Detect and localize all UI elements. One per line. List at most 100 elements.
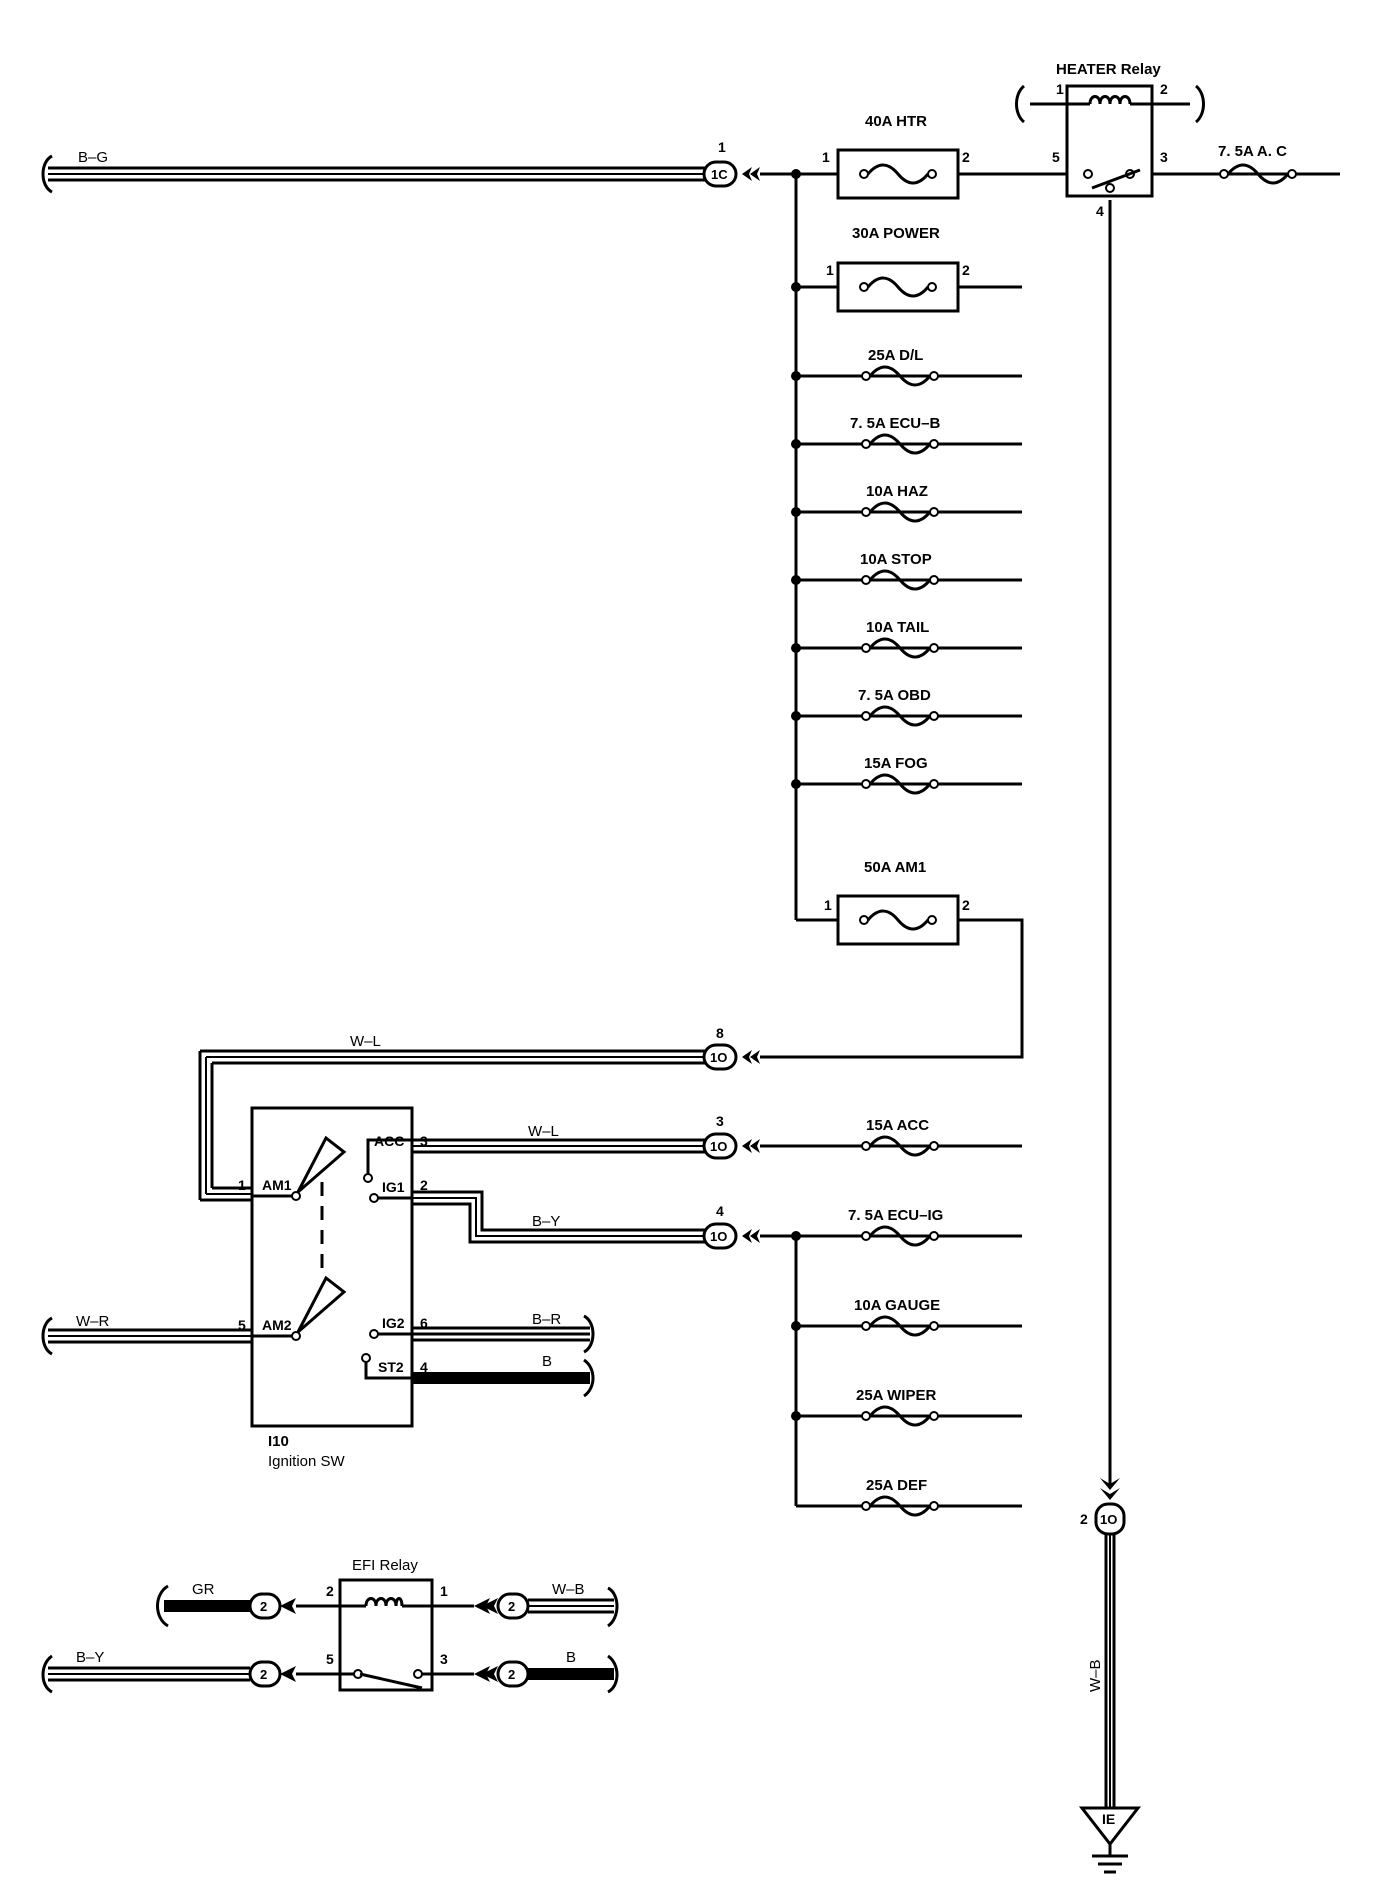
fuse-7-5a-obd: 7. 5A OBD [858,687,940,727]
st2-wire-label: B [542,1353,552,1370]
svg-text:15A ACC: 15A ACC [866,1117,929,1134]
svg-text:Ignition SW: Ignition SW [268,1453,346,1470]
svg-text:15A FOG: 15A FOG [864,755,928,772]
svg-text:5: 5 [326,1651,334,1667]
svg-text:10A GAUGE: 10A GAUGE [854,1297,940,1314]
efi-by-label: B–Y [76,1649,104,1666]
svg-text:4: 4 [1096,203,1104,219]
fuse-10a-stop: 10A STOP [860,551,940,591]
svg-text:HEATER Relay: HEATER Relay [1056,61,1161,78]
svg-text:10A STOP: 10A STOP [860,551,932,568]
svg-text:I10: I10 [268,1433,289,1450]
input-pin-label: 1 [718,139,726,155]
svg-text:2: 2 [420,1177,428,1193]
svg-text:5: 5 [1052,149,1060,165]
am2-input [41,1316,252,1356]
svg-text:AM1: AM1 [262,1177,292,1193]
svg-text:2: 2 [508,1599,515,1614]
svg-text:40A HTR: 40A HTR [865,113,927,130]
ig1-pin-label: 4 [716,1203,724,1219]
am2-wire-label: W–R [76,1313,110,1330]
svg-text:ST2: ST2 [378,1359,404,1375]
acc-wire-label: W–L [528,1123,559,1140]
svg-text:IG2: IG2 [382,1315,405,1331]
ground-wire-label: W–B [1087,1659,1104,1692]
svg-text:7. 5A ECU–IG: 7. 5A ECU–IG [848,1207,943,1224]
svg-text:10A TAIL: 10A TAIL [866,619,929,636]
svg-text:1: 1 [1056,81,1064,97]
svg-text:1C: 1C [711,167,728,182]
svg-text:4: 4 [420,1359,428,1375]
svg-text:10A HAZ: 10A HAZ [866,483,928,500]
connector-1o-ig1: 1O [702,1222,760,1250]
svg-text:1O: 1O [710,1229,727,1244]
fuse-10a-haz: 10A HAZ [860,483,940,523]
svg-text:5: 5 [238,1317,246,1333]
svg-text:1O: 1O [710,1050,727,1065]
am1-wire-label: W–L [350,1033,381,1050]
svg-text:ACC: ACC [374,1133,404,1149]
svg-text:2: 2 [260,1599,267,1614]
svg-text:2: 2 [260,1667,267,1682]
svg-text:6: 6 [420,1315,428,1331]
svg-text:25A WIPER: 25A WIPER [856,1387,936,1404]
connector-2-wb: 2 [474,1592,530,1620]
efi-wb-label: W–B [552,1581,585,1598]
svg-text:7. 5A ECU–B: 7. 5A ECU–B [850,415,940,432]
ig1-junctions [791,1231,801,1421]
svg-text:2: 2 [1080,1511,1088,1527]
st2-output [412,1358,595,1398]
svg-text:1: 1 [824,897,832,913]
heater-relay: HEATER Relay 1 2 3 4 5 [1015,61,1205,219]
ground-connector: 1O 2 [1080,1478,1126,1536]
svg-text:7. 5A OBD: 7. 5A OBD [858,687,931,704]
connector-1o-am1: 1O [702,1043,760,1071]
svg-text:IE: IE [1102,1811,1115,1827]
efi-b-label: B [566,1649,576,1666]
svg-text:25A DEF: 25A DEF [866,1477,927,1494]
svg-text:7. 5A A. C: 7. 5A A. C [1218,143,1287,160]
svg-text:1: 1 [822,149,830,165]
acc-circuit [412,1138,1022,1154]
svg-text:1: 1 [238,1177,246,1193]
svg-text:3: 3 [1160,149,1168,165]
connector-2-by: 2 [248,1660,296,1688]
efi-wires-left [41,1584,250,1694]
fuse-7-5a-ecu-b: 7. 5A ECU–B [850,415,940,455]
svg-text:1: 1 [440,1583,448,1599]
fuse-10a-tail: 10A TAIL [860,619,940,659]
svg-text:1O: 1O [1100,1512,1117,1527]
fuse-7-5a-ecu-ig: 7. 5A ECU–IG [848,1207,943,1247]
svg-text:25A D/L: 25A D/L [868,347,923,364]
svg-text:EFI Relay: EFI Relay [352,1557,418,1574]
svg-text:1O: 1O [710,1139,727,1154]
connector-1o-acc: 1O [702,1132,760,1160]
ig2-output [412,1314,595,1354]
efi-wires-right [528,1586,619,1694]
svg-text:2: 2 [962,897,970,913]
svg-text:2: 2 [1160,81,1168,97]
acc-pin-label: 3 [716,1113,724,1129]
ignition-switch: AM1 AM2 ACC IG1 IG2 ST2 1 5 3 2 6 4 I10 … [238,1106,428,1470]
fuse-50a-am1: 50A AM1 1 2 [824,859,970,946]
fuse-25a-def: 25A DEF [860,1477,940,1517]
svg-text:2: 2 [326,1583,334,1599]
fuse-15a-acc: 15A ACC [860,1117,940,1157]
efi-gr-label: GR [192,1581,215,1598]
svg-text:2: 2 [962,149,970,165]
connector-2-b: 2 [474,1660,530,1688]
fuse-30a-power: 30A POWER 1 2 [826,225,970,313]
ground-circuit [1104,1534,1116,1808]
fuse-25a-wiper: 25A WIPER [856,1387,940,1427]
fuse-25a-dl: 25A D/L [860,347,940,387]
am1-pin-label: 8 [716,1025,724,1041]
connector-2-gr: 2 [248,1592,296,1620]
svg-text:2: 2 [962,262,970,278]
ig1-circuit [412,1190,1022,1508]
fuse-15a-fog: 15A FOG [860,755,940,795]
svg-text:50A AM1: 50A AM1 [864,859,926,876]
efi-relay: EFI Relay 2 1 5 3 [296,1557,474,1692]
am1-feed [198,1049,710,1202]
main-bus [41,154,1340,1486]
